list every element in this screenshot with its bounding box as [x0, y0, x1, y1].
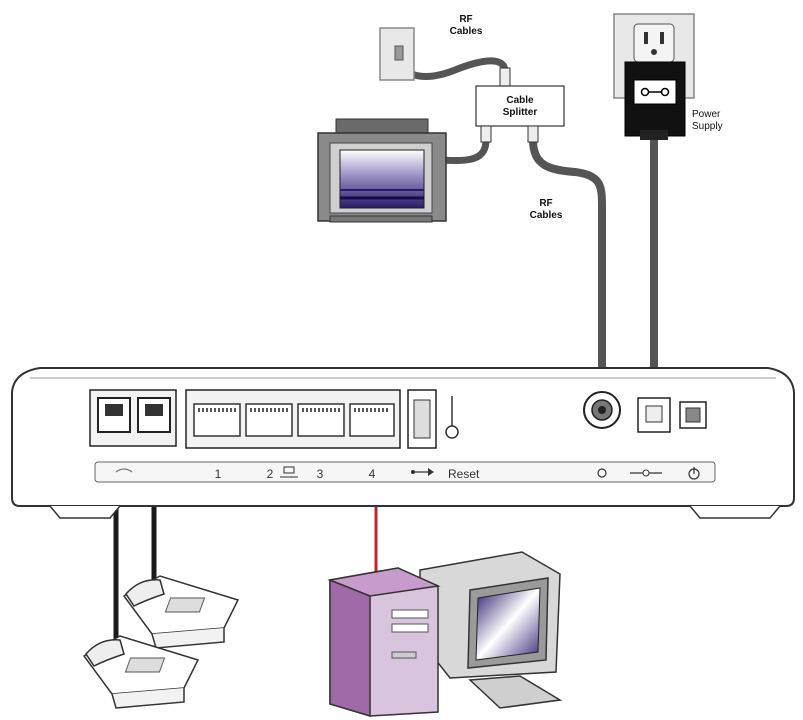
router-icon — [11, 367, 795, 519]
cable-splitter-label-1: Cable — [506, 95, 534, 106]
telephone-icon — [82, 635, 200, 709]
dc-power-glyph-icon — [630, 469, 662, 477]
phone-glyph-icon — [115, 468, 133, 473]
monitor-icon — [419, 551, 563, 709]
pc-tower-icon — [327, 567, 441, 718]
rf-cables-top-label-2: Cables — [450, 26, 483, 37]
power-supply-label-2: Supply — [692, 121, 723, 132]
wall-rf-outlet-icon — [379, 27, 415, 81]
power-adapter-icon — [624, 61, 686, 140]
lan-port-3-label: 3 — [317, 467, 324, 481]
power-button-icon — [688, 467, 700, 480]
usb-icon — [411, 468, 434, 476]
lan-port-2-label: 2 — [267, 467, 274, 481]
rf-cables-mid-label-1: RF — [539, 198, 552, 209]
cable-splitter-icon — [475, 67, 565, 143]
lan-glyph-icon — [280, 466, 298, 478]
rf-cable-wall-to-splitter — [398, 54, 509, 89]
power-supply-label-1: Power — [692, 109, 721, 120]
lan-port-1-label: 1 — [215, 467, 222, 481]
coax-glyph-icon — [597, 468, 607, 478]
reset-label: Reset — [448, 467, 480, 481]
rf-cables-mid-label-2: Cables — [530, 210, 563, 221]
rf-cable-splitter-to-modem — [529, 136, 606, 394]
rf-cable-splitter-to-tv — [439, 136, 490, 165]
telephone-icon — [122, 575, 240, 649]
lan-port-4-label: 4 — [369, 467, 376, 481]
cable-splitter-label-2: Splitter — [503, 107, 538, 118]
rf-cables-top-label-1: RF — [459, 14, 472, 25]
tv-icon — [317, 118, 447, 223]
